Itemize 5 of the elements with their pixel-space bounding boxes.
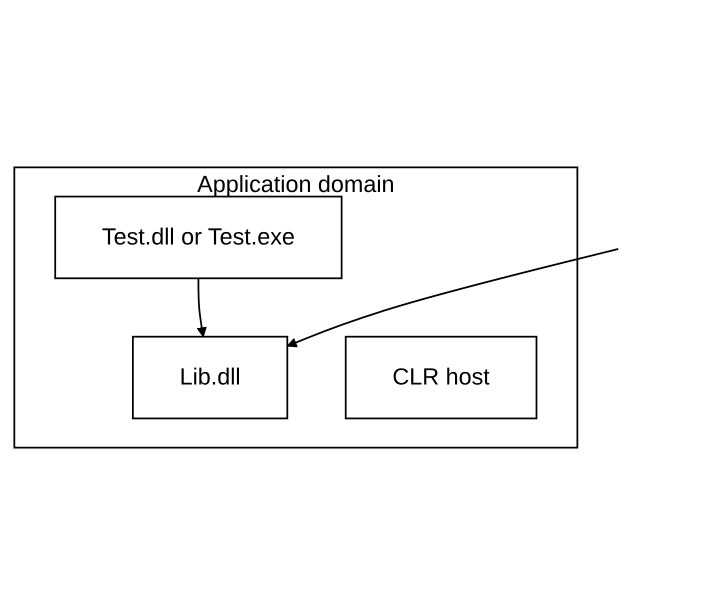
arrow [286,248,618,348]
arrow [196,278,207,338]
node-box: CLR host [344,336,538,420]
node-box: Test.dll or Test.exe [54,196,342,280]
node-box: Lib.dll [132,336,288,420]
